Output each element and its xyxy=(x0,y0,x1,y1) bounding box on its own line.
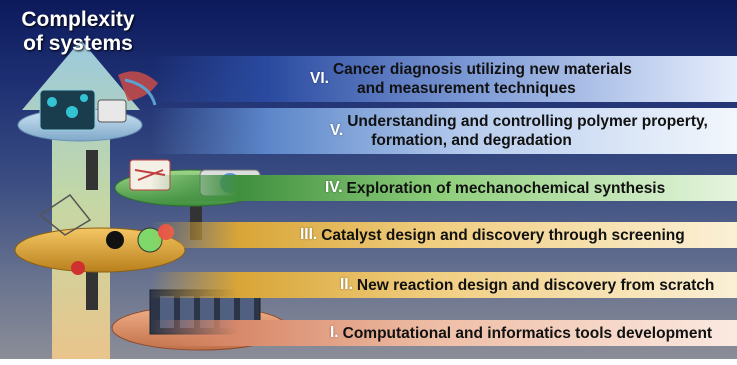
atom-icon xyxy=(71,261,85,275)
gear-axle xyxy=(86,270,98,310)
polymer-structure-icon xyxy=(118,71,158,101)
level-iv-band: IV. Exploration of mechanochemical synth… xyxy=(150,175,737,201)
level-vi-number: VI. xyxy=(310,70,329,87)
diagram-title: Complexity of systems xyxy=(21,8,135,55)
level-iv-number: IV. xyxy=(325,179,343,196)
gear-axle xyxy=(86,150,98,190)
level-ii-label: New reaction design and discovery from s… xyxy=(356,276,715,294)
level-i-label: Computational and informatics tools deve… xyxy=(342,324,713,342)
complexity-arrow xyxy=(22,40,140,360)
catalyst-structure-icon xyxy=(38,193,92,236)
level-i-number: I. xyxy=(330,324,339,341)
level-v-label: Understanding and controlling polymer pr… xyxy=(347,113,708,149)
level-iii-label: Catalyst design and discovery through sc… xyxy=(321,226,685,244)
level-vi-label: Cancer diagnosis utilizing new materials… xyxy=(332,61,632,97)
level-v-number: V. xyxy=(330,122,344,139)
level-i-band: I. Computational and informatics tools d… xyxy=(150,320,737,346)
level-iii-number: III. xyxy=(300,226,318,243)
molecule-icon xyxy=(106,231,124,249)
level-ii-number: II. xyxy=(340,276,353,293)
device-icon xyxy=(97,99,127,123)
level-iv-label: Exploration of mechanochemical synthesis xyxy=(346,179,666,197)
level-ii-band: II. New reaction design and discovery fr… xyxy=(150,272,737,298)
level-v-band: V. Understanding and controlling polymer… xyxy=(150,108,737,154)
level-iii-band: III. Catalyst design and discovery throu… xyxy=(150,222,737,248)
level-vi-band: VI. Cancer diagnosis utilizing new mater… xyxy=(150,56,737,102)
